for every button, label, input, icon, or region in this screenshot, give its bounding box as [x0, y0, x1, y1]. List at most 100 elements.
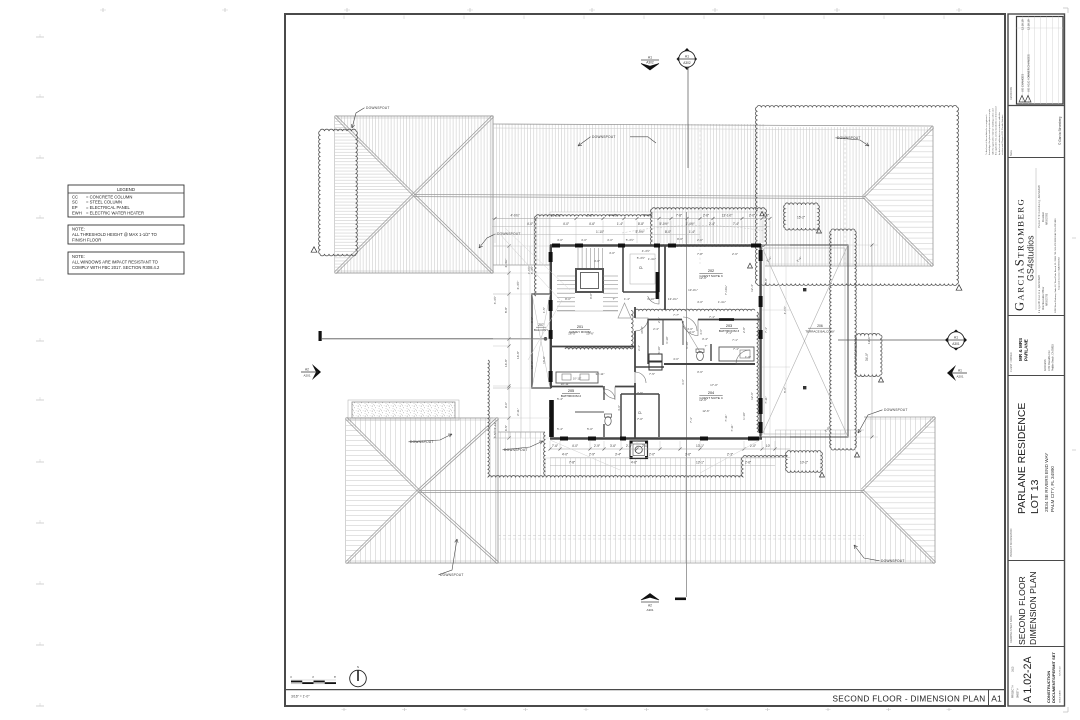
svg-text:2′-4″: 2′-4″: [653, 327, 659, 331]
svg-text:V.E CHANGES: V.E CHANGES: [1020, 74, 1024, 92]
svg-text:GUEST SUITE 4: GUEST SUITE 4: [699, 396, 722, 400]
svg-text:TERRACE BALCONY: TERRACE BALCONY: [805, 330, 835, 334]
svg-text:PALM CITY, FL 34990: PALM CITY, FL 34990: [1050, 466, 1055, 512]
svg-text:1′-5″: 1′-5″: [542, 307, 546, 313]
svg-text:6′-5″: 6′-5″: [504, 424, 508, 431]
svg-text:12′-6″: 12′-6″: [699, 276, 707, 280]
svg-text:President: President: [1042, 212, 1045, 222]
svg-text:4′-4½″: 4′-4½″: [642, 249, 650, 253]
svg-text:DOWNSPOUT: DOWNSPOUT: [497, 232, 521, 236]
svg-text:A1: A1: [958, 369, 962, 373]
svg-text:7′-5″: 7′-5″: [637, 391, 643, 395]
svg-text:6′-4½″: 6′-4½″: [493, 296, 497, 304]
svg-text:DOWNSPOUT: DOWNSPOUT: [881, 559, 905, 563]
svg-text:DOWNSPOUT: DOWNSPOUT: [884, 408, 908, 412]
svg-text:3′-6″: 3′-6″: [697, 370, 703, 374]
svg-text:4′-0″: 4′-0″: [557, 238, 563, 242]
svg-text:6′-4½″: 6′-4½″: [530, 266, 534, 274]
svg-text:7′-4″: 7′-4″: [733, 222, 740, 226]
svg-text:13′-3¾″: 13′-3¾″: [688, 288, 698, 292]
svg-text:5′-0″: 5′-0″: [587, 427, 593, 431]
svg-text:10′-6″: 10′-6″: [586, 332, 594, 336]
svg-text:PROJECT #: PROJECT #: [1013, 685, 1015, 698]
svg-text:4′-0″: 4′-0″: [609, 251, 615, 255]
svg-text:NOTE:: NOTE:: [72, 227, 85, 232]
svg-text:8′-8″: 8′-8″: [504, 306, 508, 313]
svg-text:1′-10″: 1′-10″: [647, 297, 655, 301]
svg-text:= STEEL COLUMN: = STEEL COLUMN: [86, 200, 122, 205]
svg-text:6′-4½″: 6′-4½″: [516, 280, 520, 290]
svg-text:6′-4¾″: 6′-4¾″: [504, 258, 508, 268]
svg-text:DOWNSPOUT: DOWNSPOUT: [504, 448, 528, 452]
svg-text:2′-8″: 2′-8″: [742, 327, 746, 333]
svg-text:205: 205: [568, 389, 574, 393]
svg-text:3′-4″: 3′-4″: [615, 453, 622, 457]
svg-text:DOWNSPOUT: DOWNSPOUT: [592, 135, 616, 139]
svg-text:7′-6″: 7′-6″: [552, 444, 559, 448]
svg-text:PROJECT INFORMATION: PROJECT INFORMATION: [1010, 528, 1013, 557]
svg-text:ALL WINDOWS ARE IMPACT RESISTA: ALL WINDOWS ARE IMPACT RESISTANT TO: [72, 260, 159, 265]
svg-text:2′-4″: 2′-4″: [766, 256, 773, 263]
svg-text:16′-8″: 16′-8″: [516, 350, 520, 359]
svg-text:A1: A1: [648, 56, 652, 60]
svg-text:Corporate License # AA26002062: Corporate License # AA26002062: [1058, 256, 1061, 290]
svg-text:7′-8″: 7′-8″: [569, 461, 576, 465]
svg-text:knowledge, the plans and speci: knowledge, the plans and specifications …: [988, 108, 991, 155]
svg-text:4′-0″: 4′-0″: [673, 357, 679, 361]
svg-text:16′-8″: 16′-8″: [504, 358, 508, 367]
svg-text:2′-4″: 2′-4″: [637, 345, 641, 351]
svg-text:4′-0″: 4′-0″: [563, 222, 570, 226]
svg-text:6′-10″: 6′-10″: [685, 341, 689, 349]
svg-text:9′-0″: 9′-0″: [677, 237, 683, 241]
svg-text:DOCUMENTS/PERMIT SET: DOCUMENTS/PERMIT SET: [1051, 652, 1056, 703]
svg-text:LEGEND: LEGEND: [117, 187, 135, 192]
svg-text:7′-7″: 7′-7″: [673, 313, 679, 317]
svg-text:= CONCRETE COLUMN: = CONCRETE COLUMN: [86, 194, 132, 199]
svg-text:34′-9″: 34′-9″: [865, 352, 869, 361]
svg-text:9′-0″: 9′-0″: [504, 401, 508, 408]
svg-text:1′-6″: 1′-6″: [745, 355, 751, 359]
svg-text:4′-0″: 4′-0″: [607, 238, 613, 242]
svg-text:13′-1″: 13′-1″: [696, 461, 705, 465]
svg-text:7′-3″: 7′-3″: [689, 417, 693, 423]
svg-text:1613: 1613: [1012, 666, 1015, 672]
svg-text:A301: A301: [952, 342, 960, 346]
svg-text:19′-0″: 19′-0″: [867, 335, 871, 344]
svg-text:A1: A1: [685, 55, 689, 59]
svg-text:5′-4½″: 5′-4½″: [626, 238, 634, 242]
svg-text:6′-10″: 6′-10″: [665, 336, 669, 343]
svg-text:13′-1″: 13′-1″: [696, 444, 705, 448]
svg-text:2′-6″: 2′-6″: [732, 252, 738, 256]
svg-text:1′-4″: 1′-4″: [624, 297, 630, 301]
svg-text:4′-0″: 4′-0″: [572, 444, 579, 448]
svg-text:1′-4″: 1′-4″: [689, 230, 696, 234]
svg-text:4′-0″: 4′-0″: [687, 327, 693, 331]
svg-text:3′-6″: 3′-6″: [610, 444, 617, 448]
svg-text:2′-9″: 2′-9″: [594, 444, 601, 448]
svg-text:7″: 7″: [705, 344, 708, 348]
svg-text:2′-0″: 2′-0″: [642, 444, 649, 448]
svg-text:2′-4″: 2′-4″: [796, 256, 803, 263]
svg-text:A302: A302: [683, 61, 691, 65]
svg-text:7′-11″: 7′-11″: [764, 396, 768, 403]
svg-text:8′-8″: 8′-8″: [530, 317, 534, 323]
svg-text:7″: 7″: [613, 297, 616, 301]
svg-text:FINISH FLOOR: FINISH FLOOR: [72, 238, 101, 243]
svg-text:0: 0: [290, 675, 292, 679]
svg-text:4′-0″: 4′-0″: [697, 300, 703, 304]
svg-text:A201: A201: [956, 375, 963, 379]
svg-text:2′-6″: 2′-6″: [703, 214, 710, 218]
svg-text:7′-1″: 7′-1″: [726, 331, 732, 335]
svg-text:2′-3″: 2′-3″: [727, 453, 734, 457]
svg-text:FAMILY ROOM: FAMILY ROOM: [569, 330, 591, 334]
svg-text:203: 203: [726, 324, 732, 328]
svg-text:P e t e r T. S t r o m b e r: P e t e r T. S t r o m b e r g , AIA NCA…: [1038, 185, 1041, 228]
svg-text:9′-0″: 9′-0″: [763, 214, 770, 218]
svg-text:NOTE:: NOTE:: [72, 254, 85, 259]
svg-text:2′-6″: 2′-6″: [697, 238, 703, 242]
svg-text:6′-5½″2′-11″: 6′-5½″2′-11″: [493, 421, 497, 438]
svg-text:1′-4¾″: 1′-4¾″: [718, 300, 726, 304]
svg-text:16′-8″: 16′-8″: [542, 356, 546, 364]
svg-text:3′-4″: 3′-4″: [702, 337, 708, 341]
svg-text:N: N: [357, 665, 359, 669]
